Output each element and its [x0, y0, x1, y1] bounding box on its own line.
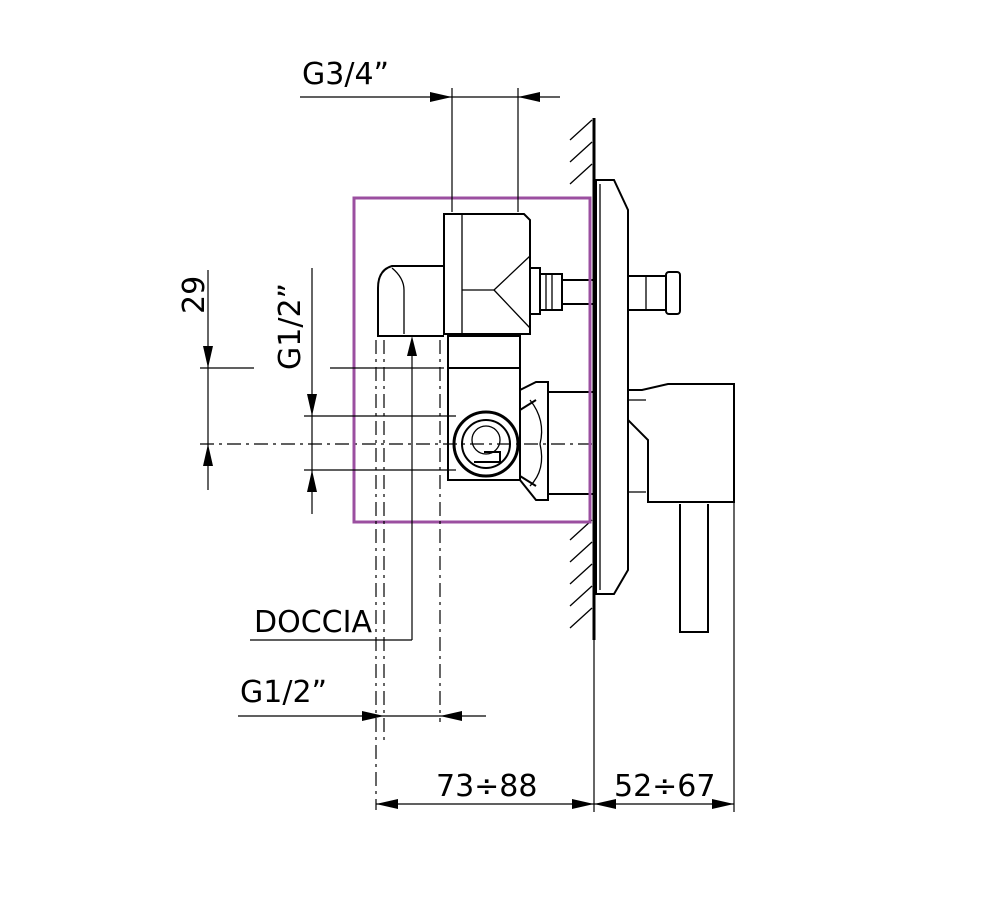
extension-lines: [330, 340, 444, 810]
label-73-88: 73÷88: [436, 769, 537, 804]
wall-hatching: [569, 119, 593, 629]
doccia-leader: DOCCIA: [250, 336, 417, 641]
dimension-g12-bottom: G1/2”: [238, 675, 486, 721]
label-doccia: DOCCIA: [254, 605, 372, 640]
wall: [569, 118, 596, 640]
label-29: 29: [177, 276, 212, 314]
label-g12-vertical: G1/2”: [273, 283, 308, 370]
valve-body: [377, 213, 594, 501]
highlight-box: [352, 196, 592, 524]
cover-plate: [595, 179, 629, 595]
dimension-g34: G3/4”: [300, 57, 560, 212]
label-g12-bottom: G1/2”: [240, 675, 327, 710]
diverter-knob: [627, 271, 681, 315]
dimension-29: 29: [177, 270, 254, 490]
label-g34: G3/4”: [302, 57, 389, 92]
dimension-depth: 73÷88 52÷67: [376, 500, 735, 812]
dimension-g12-vertical: G1/2”: [273, 268, 456, 514]
label-52-67: 52÷67: [614, 769, 715, 804]
lever-handle: [627, 383, 735, 633]
